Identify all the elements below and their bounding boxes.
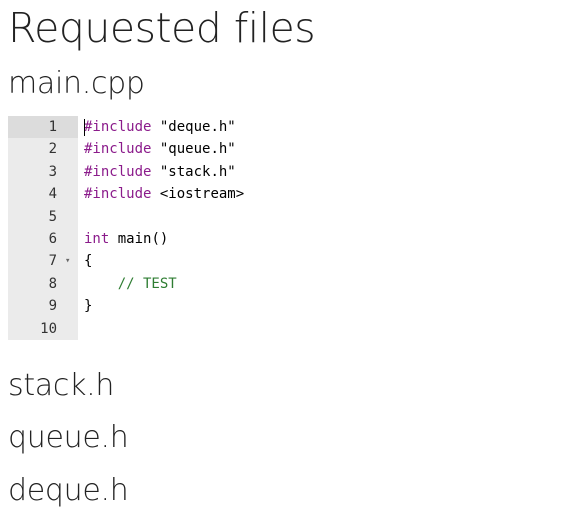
line-number: 6 (48, 231, 57, 247)
file-heading-deque-h[interactable]: deque.h (8, 473, 129, 508)
line-number: 4 (48, 186, 57, 203)
code-token: // TEST (117, 275, 177, 292)
line-number-cell: 6 (8, 228, 78, 250)
line-number-cell: 7▾ (8, 250, 78, 272)
code-token: <iostream> (151, 186, 245, 203)
code-token (151, 164, 159, 180)
line-number: 1 (48, 119, 57, 135)
code-token: #include (84, 186, 152, 203)
code-text: #include "deque.h" (84, 116, 236, 138)
code-token: int (84, 231, 110, 247)
code-text: { (84, 250, 92, 272)
line-number-cell: 4 (8, 183, 78, 205)
code-editor[interactable]: 1 #include "deque.h" 2 #include "queue.h" 3 #… (8, 116, 585, 340)
line-number: 7 (48, 253, 57, 270)
line-number: 9 (48, 298, 57, 315)
code-line[interactable]: 5 (8, 206, 585, 228)
code-token: #include (84, 141, 152, 158)
line-number-cell: 3 (8, 161, 78, 183)
code-line[interactable]: 3 #include "stack.h" (8, 161, 585, 183)
code-text: #include "stack.h" (84, 161, 236, 183)
code-line[interactable]: 8 // TEST (8, 273, 585, 295)
code-line[interactable]: 10 (8, 318, 585, 340)
line-number-gutter (8, 116, 78, 340)
line-number: 10 (40, 320, 57, 337)
code-token: "stack.h" (159, 163, 236, 180)
line-number-cell: 2 (8, 138, 78, 160)
text-cursor (84, 119, 85, 136)
code-line[interactable]: 7▾{ (8, 250, 585, 272)
code-token: main() (109, 231, 169, 247)
line-number-cell: 10 (8, 318, 78, 340)
line-number-cell: 8 (8, 273, 78, 295)
line-number: 3 (48, 163, 57, 180)
code-text: int main() (84, 228, 168, 250)
line-number: 5 (48, 208, 57, 225)
line-number-cell: 9 (8, 295, 78, 317)
code-token: "queue.h" (159, 141, 236, 158)
code-line[interactable]: 6 int main() (8, 228, 585, 250)
code-token (84, 276, 118, 292)
code-text: // TEST (84, 273, 177, 295)
code-token: "deque.h" (159, 119, 236, 135)
code-line[interactable]: 9} (8, 295, 585, 317)
code-token: { (84, 253, 93, 270)
code-token: #include (84, 163, 152, 180)
code-text: #include <iostream> (84, 183, 244, 205)
file-heading-main-cpp: main.cpp (8, 66, 145, 101)
code-line[interactable]: 1 #include "deque.h" (8, 116, 585, 139)
file-heading-queue-h[interactable]: queue.h (8, 420, 129, 455)
code-token: } (84, 298, 93, 315)
line-number: 2 (48, 141, 57, 158)
line-number-cell: 5 (8, 206, 78, 228)
code-text: } (84, 295, 92, 317)
code-token (151, 119, 159, 135)
file-heading-stack-h[interactable]: stack.h (8, 368, 115, 403)
code-token: #include (84, 119, 152, 135)
code-text: #include "queue.h" (84, 138, 236, 160)
line-number: 8 (48, 275, 57, 292)
page-title: Requested files (8, 4, 316, 52)
code-line[interactable]: 2 #include "queue.h" (8, 138, 585, 160)
code-token (151, 141, 159, 157)
line-number-cell: 1 (8, 116, 78, 139)
code-line[interactable]: 4 #include <iostream> (8, 183, 585, 205)
fold-arrow-icon[interactable]: ▾ (65, 256, 71, 267)
